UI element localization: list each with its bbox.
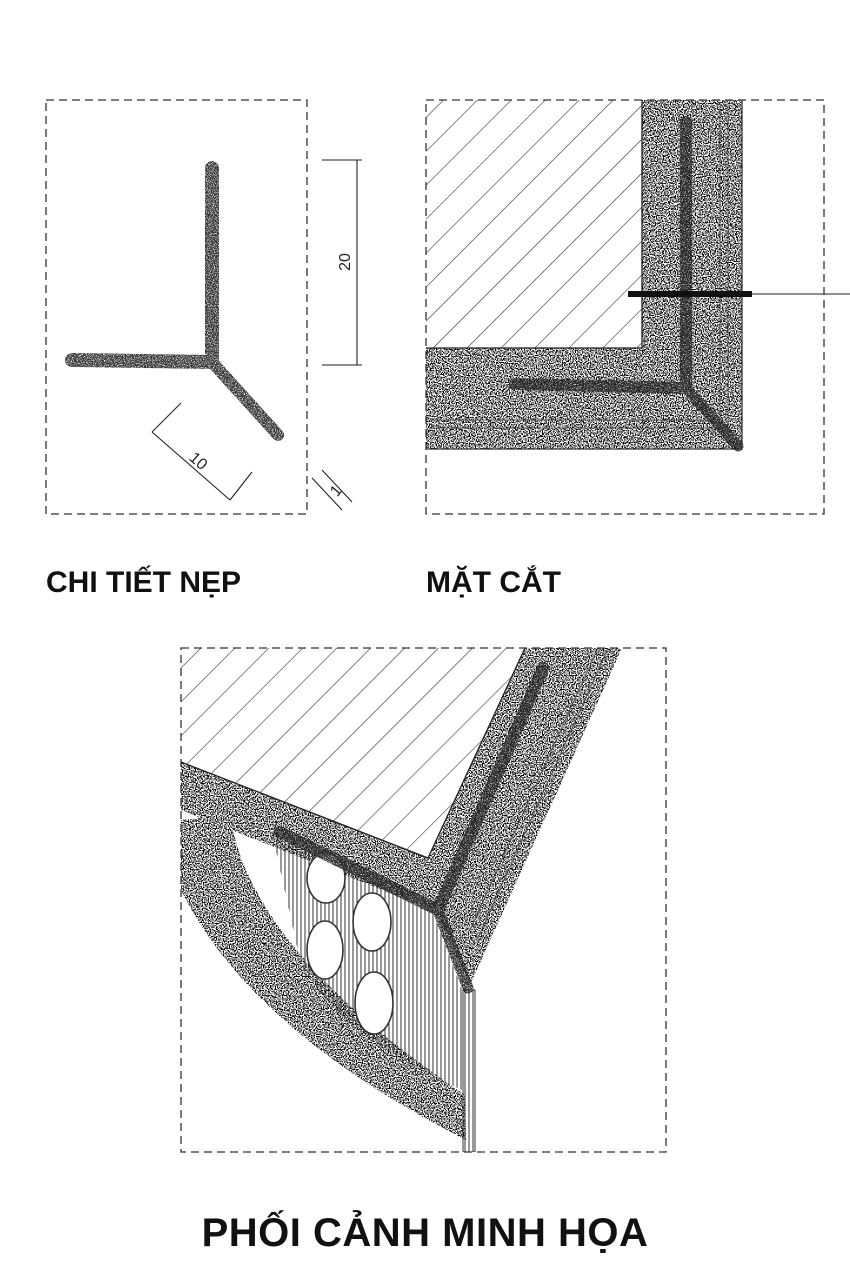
- dimension-arm: [151, 402, 253, 501]
- section-panel: [425, 99, 850, 515]
- trim-profile: [65, 161, 284, 441]
- perspective-trim: [274, 662, 549, 994]
- section-trim: [509, 116, 744, 452]
- dimension-arm-label: 10: [186, 449, 211, 474]
- perspective-post: [462, 989, 476, 1152]
- detail-panel: 20 10 1: [45, 99, 362, 515]
- dimension-thickness: [311, 469, 353, 511]
- perspective-wall-hatch: [181, 648, 525, 858]
- decor-circles: [306, 852, 394, 1035]
- dimension-height-label: 20: [337, 253, 354, 271]
- section-caption: MẶT CẮT: [426, 566, 561, 599]
- wall-hatch: [426, 100, 642, 348]
- perspective-panel: [180, 647, 667, 1153]
- detail-caption: CHI TIẾT NẸP: [46, 566, 242, 599]
- perspective-cornice: [181, 815, 466, 1140]
- detail-frame: [45, 99, 308, 515]
- dimension-height: [322, 159, 362, 366]
- perspective-caption: PHỐI CẢNH MINH HỌA: [201, 1211, 649, 1255]
- plaster-layer: [426, 100, 742, 449]
- section-frame: [425, 99, 825, 515]
